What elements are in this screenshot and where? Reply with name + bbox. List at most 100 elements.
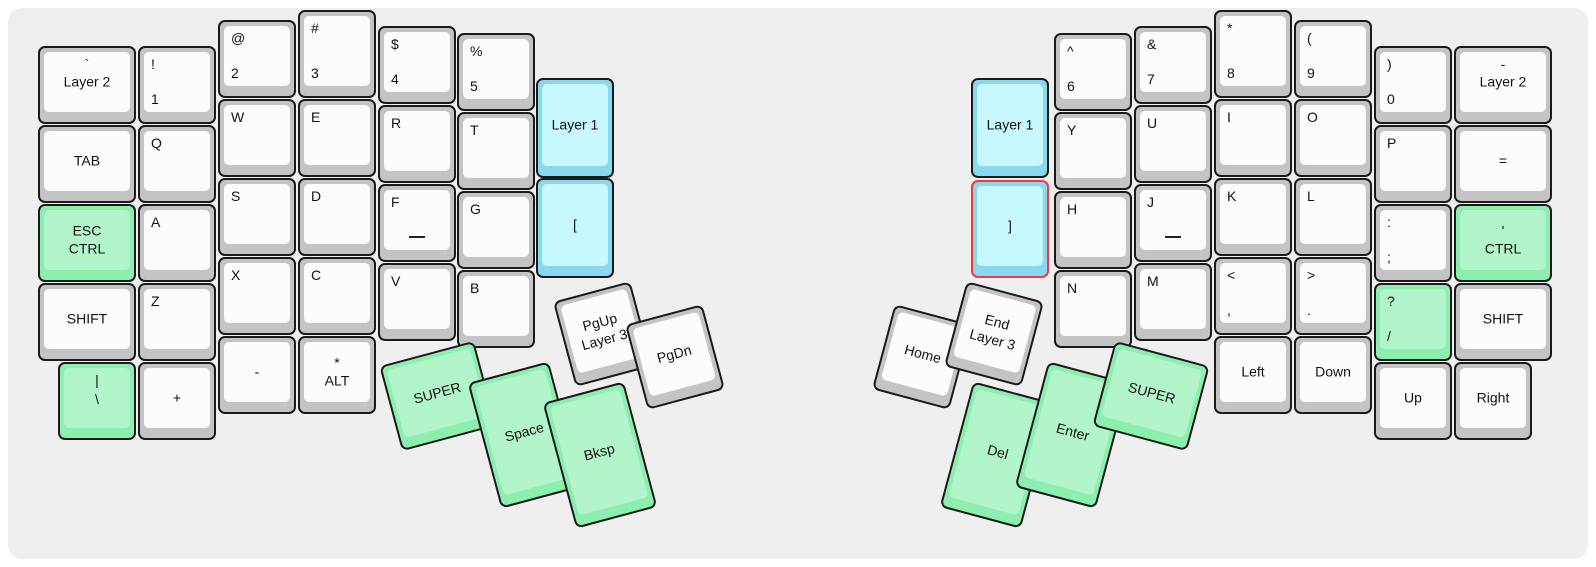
left-key-key[interactable]: [ (536, 178, 614, 278)
right-key-i[interactable]: I (1214, 99, 1292, 177)
right-key-u[interactable]: U (1134, 105, 1212, 183)
key-legend-top: ? (1387, 293, 1395, 309)
key-legend-top: ` (84, 56, 90, 72)
right-key-h[interactable]: H (1054, 191, 1132, 269)
right-key-p[interactable]: P (1374, 125, 1452, 203)
left-key-d[interactable]: D (298, 178, 376, 256)
key-cap: E (304, 105, 370, 165)
right-key-shift[interactable]: SHIFT (1454, 283, 1552, 361)
key-legend-main: Layer 1 (986, 116, 1034, 133)
key-legend-main: PgDn (655, 341, 694, 367)
right-key-key[interactable]: ] (971, 180, 1049, 278)
left-key-2[interactable]: @2 (218, 20, 296, 98)
key-legend-top: - (1500, 56, 1506, 72)
left-key-b[interactable]: B (457, 270, 535, 348)
left-key-key[interactable]: + (138, 362, 216, 440)
key-legend-top: ) (1387, 56, 1392, 72)
key-legend-main: 0 (1387, 91, 1395, 108)
right-key-key[interactable]: <, (1214, 257, 1292, 335)
right-key-right[interactable]: Right (1454, 362, 1532, 440)
right-key-l[interactable]: L (1294, 178, 1372, 256)
key-legend-main: X (231, 267, 241, 283)
key-cap: *8 (1220, 16, 1286, 86)
right-key-y[interactable]: Y (1054, 112, 1132, 190)
right-key-k[interactable]: K (1214, 178, 1292, 256)
key-cap: TAB (44, 131, 130, 191)
left-key-1[interactable]: !1 (138, 46, 216, 124)
left-key-tab[interactable]: TAB (38, 125, 136, 203)
key-legend-main: 4 (391, 71, 399, 88)
right-key-left[interactable]: Left (1214, 336, 1292, 414)
key-legend-main: G (470, 201, 481, 217)
left-key-layer-1[interactable]: Layer 1 (536, 78, 614, 178)
key-cap: Up (1380, 368, 1446, 428)
key-cap: -Layer 2 (1460, 52, 1546, 112)
left-key-layer-2[interactable]: `Layer 2 (38, 46, 136, 124)
key-cap: Z (144, 289, 210, 349)
key-cap: Left (1220, 342, 1286, 402)
key-cap: A (144, 210, 210, 270)
key-legend-main: J (1147, 194, 1154, 210)
key-cap: X (224, 263, 290, 323)
key-legend-main: Layer 1 (551, 116, 599, 133)
key-legend-main: Z (151, 293, 160, 309)
key-legend-main: I (1227, 109, 1231, 125)
key-cap: :; (1380, 210, 1446, 270)
left-key-w[interactable]: W (218, 99, 296, 177)
right-key-8[interactable]: *8 (1214, 10, 1292, 98)
left-key-a[interactable]: A (138, 204, 216, 282)
left-key-3[interactable]: #3 (298, 10, 376, 98)
key-legend-main: ] (1008, 217, 1012, 234)
right-key-key[interactable]: >. (1294, 257, 1372, 335)
left-key-e[interactable]: E (298, 99, 376, 177)
right-key-0[interactable]: )0 (1374, 46, 1452, 124)
key-legend-main: K (1227, 188, 1237, 204)
key-legend-main: End Layer 3 (968, 310, 1018, 353)
left-key-g[interactable]: G (457, 191, 535, 269)
left-key-5[interactable]: %5 (457, 33, 535, 111)
key-legend-main: ; (1387, 249, 1391, 266)
right-key-key[interactable]: :; (1374, 204, 1452, 282)
key-legend-main: V (391, 273, 401, 289)
right-key-ctrl[interactable]: ' CTRL (1454, 204, 1552, 282)
left-key-s[interactable]: S (218, 178, 296, 256)
right-key-layer-2[interactable]: -Layer 2 (1454, 46, 1552, 124)
key-legend-main: P (1387, 135, 1397, 151)
right-key-6[interactable]: ^6 (1054, 33, 1132, 111)
left-key-key[interactable]: |\ (58, 362, 136, 440)
key-legend-main: - (254, 363, 260, 380)
right-key-key[interactable]: ?/ (1374, 283, 1452, 361)
right-key-n[interactable]: N (1054, 270, 1132, 348)
right-key-layer-1[interactable]: Layer 1 (971, 78, 1049, 178)
left-key-alt[interactable]: * ALT (298, 336, 376, 414)
left-key-c[interactable]: C (298, 257, 376, 335)
key-legend-main: 7 (1147, 71, 1155, 88)
right-key-up[interactable]: Up (1374, 362, 1452, 440)
left-key-z[interactable]: Z (138, 283, 216, 361)
right-key-down[interactable]: Down (1294, 336, 1372, 414)
key-cap: |\ (64, 368, 130, 428)
right-key-key[interactable]: = (1454, 125, 1552, 203)
key-cap: Right (1460, 368, 1526, 428)
right-key-o[interactable]: O (1294, 99, 1372, 177)
key-legend-main: M (1147, 273, 1159, 289)
right-key-9[interactable]: (9 (1294, 20, 1372, 98)
left-key-q[interactable]: Q (138, 125, 216, 203)
left-key-t[interactable]: T (457, 112, 535, 190)
key-legend-main: N (1067, 280, 1078, 296)
left-key-r[interactable]: R (378, 105, 456, 183)
key-cap: ] (977, 186, 1043, 266)
key-cap: SHIFT (44, 289, 130, 349)
left-key-v[interactable]: V (378, 263, 456, 341)
right-key-m[interactable]: M (1134, 263, 1212, 341)
right-key-7[interactable]: &7 (1134, 26, 1212, 104)
left-key-4[interactable]: $4 (378, 26, 456, 104)
left-key-f[interactable]: F (378, 184, 456, 262)
key-legend-main: * ALT (324, 354, 350, 389)
left-key-key[interactable]: - (218, 336, 296, 414)
left-key-ctrl[interactable]: ESC CTRL (38, 204, 136, 282)
key-legend-main: L (1307, 188, 1315, 204)
right-key-j[interactable]: J (1134, 184, 1212, 262)
left-key-shift[interactable]: SHIFT (38, 283, 136, 361)
left-key-x[interactable]: X (218, 257, 296, 335)
